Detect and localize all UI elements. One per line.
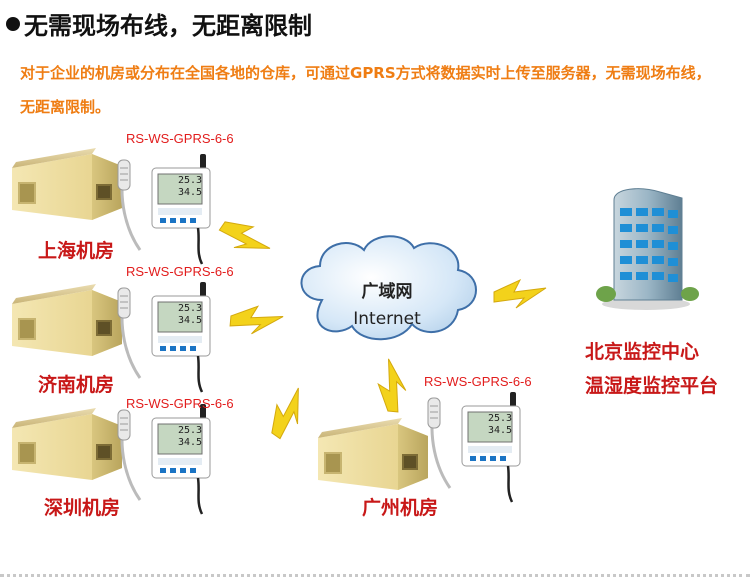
office-building-icon <box>596 188 699 310</box>
page-heading: 无需现场布线，无距离限制 <box>6 6 312 41</box>
lightning-icon-2 <box>229 303 285 337</box>
lcd-temp: 25.3 <box>178 175 202 186</box>
center-label-line1: 北京监控中心 <box>585 341 700 363</box>
site-label-shenzhen: 深圳机房 <box>44 497 121 519</box>
lcd-hum: 34.5 <box>178 187 202 198</box>
cloud-icon: 广域网 Internet <box>300 235 477 341</box>
dotted-divider <box>0 574 750 577</box>
cloud-line1: 广域网 <box>362 281 413 302</box>
lcd-hum: 34.5 <box>178 437 202 448</box>
warehouse-icon-jinan <box>12 284 122 356</box>
heading-text: 无需现场布线，无距离限制 <box>24 12 312 40</box>
device-model-label: RS-WS-GPRS-6-6 <box>126 396 234 411</box>
lcd-hum: 34.5 <box>488 425 512 436</box>
lightning-icon-4 <box>375 357 409 413</box>
lcd-temp: 25.3 <box>488 413 512 424</box>
lcd-readings: 25.3 34.5 25.3 34.5 25.3 34.5 25.3 34.5 <box>178 175 512 448</box>
lightning-icon-3 <box>261 382 316 443</box>
lightning-icon-1 <box>215 211 276 266</box>
device-model-label: RS-WS-GPRS-6-6 <box>126 264 234 279</box>
sensor-device-icon-guangzhou <box>426 390 522 504</box>
site-label-jinan: 济南机房 <box>38 374 115 396</box>
lightning-icon-5 <box>493 279 547 309</box>
device-model-label: RS-WS-GPRS-6-6 <box>424 374 532 389</box>
lcd-temp: 25.3 <box>178 425 202 436</box>
sensor-device-icon-jinan <box>116 280 212 394</box>
lcd-temp: 25.3 <box>178 303 202 314</box>
warehouse-icon-shenzhen <box>12 408 122 480</box>
intro-text: 对于企业的机房或分布在全国各地的仓库，可通过GPRS方式将数据实时上传至服务器，… <box>20 64 711 116</box>
center-label-line2: 温湿度监控平台 <box>585 375 719 397</box>
device-model-label: RS-WS-GPRS-6-6 <box>126 131 234 146</box>
site-label-guangzhou: 广州机房 <box>362 497 439 519</box>
lcd-hum: 34.5 <box>178 315 202 326</box>
sensor-device-icon-shanghai <box>116 152 212 266</box>
cloud-line2: Internet <box>353 309 421 329</box>
warehouse-icon-guangzhou <box>318 418 428 490</box>
bullet-icon <box>6 16 20 31</box>
sensor-device-icon-shenzhen <box>116 402 212 516</box>
site-label-shanghai: 上海机房 <box>38 240 115 262</box>
warehouse-icon-shanghai <box>12 148 122 220</box>
